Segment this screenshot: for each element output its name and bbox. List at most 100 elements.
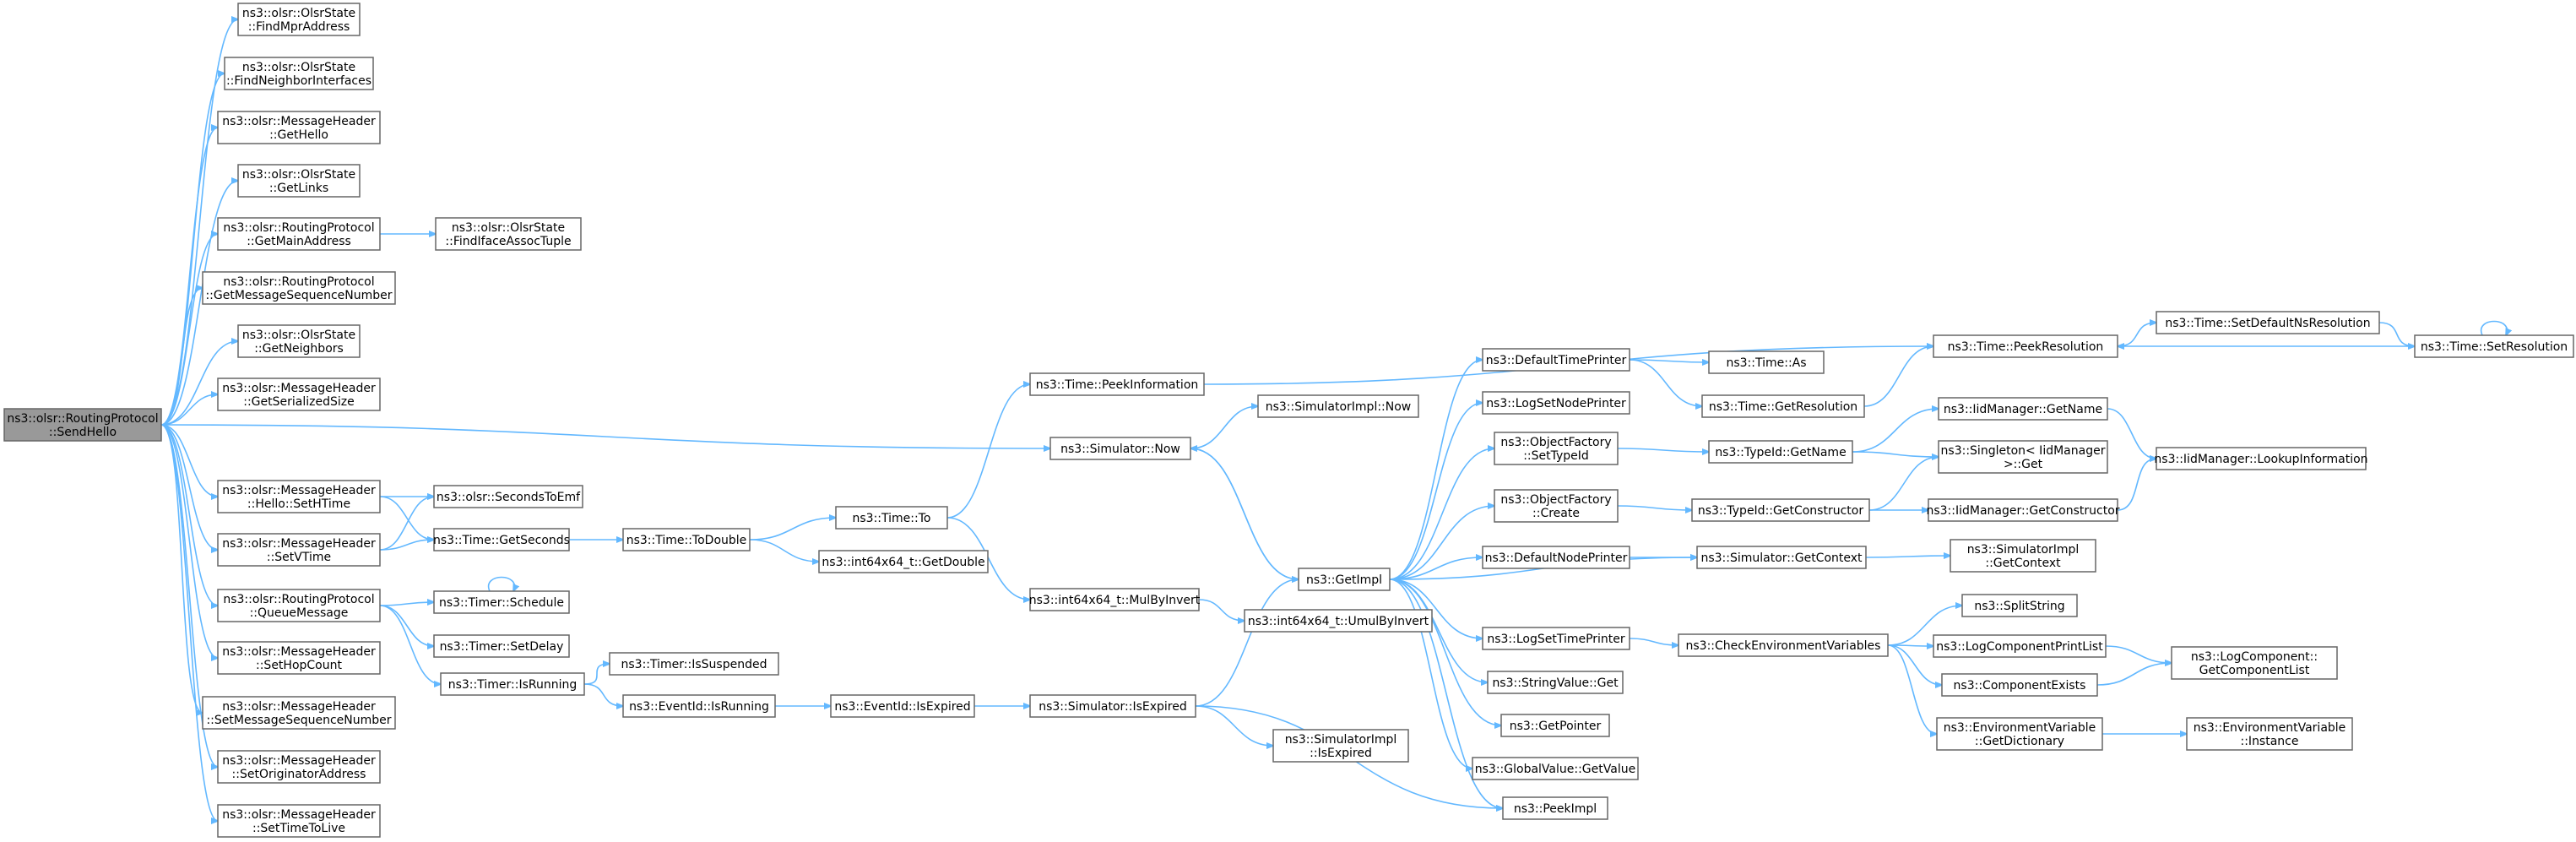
node-box[interactable] [1933, 634, 2107, 658]
node-simGetCtx[interactable]: ns3::Simulator::GetContext [1696, 546, 1867, 569]
node-box[interactable] [217, 480, 381, 513]
node-timeAs[interactable]: ns3::Time::As [1708, 350, 1825, 374]
node-box[interactable] [1961, 594, 2078, 617]
node-iidGetName[interactable]: ns3::IidManager::GetName [1938, 397, 2108, 421]
node-setTTL[interactable]: ns3::olsr::MessageHeader::SetTimeToLive [217, 804, 381, 838]
node-box[interactable] [2171, 646, 2338, 680]
node-box[interactable] [622, 694, 776, 718]
node-box[interactable] [217, 804, 381, 838]
node-tIsSusp[interactable]: ns3::Timer::IsSuspended [609, 652, 779, 676]
node-objFacSetTid[interactable]: ns3::ObjectFactory::SetTypeId [1494, 432, 1619, 465]
node-box[interactable] [1272, 729, 1409, 763]
node-box[interactable] [433, 634, 570, 658]
node-getHello[interactable]: ns3::olsr::MessageHeader::GetHello [217, 111, 381, 144]
node-box[interactable] [217, 533, 381, 567]
node-box[interactable] [433, 485, 583, 508]
node-box[interactable] [1482, 348, 1630, 372]
node-box[interactable] [1298, 568, 1391, 591]
node-box[interactable] [433, 590, 570, 614]
node-box[interactable] [1472, 757, 1639, 780]
node-box[interactable] [217, 217, 381, 251]
node-logSetNodePr[interactable]: ns3::LogSetNodePrinter [1482, 391, 1630, 415]
node-getSerSize[interactable]: ns3::olsr::MessageHeader::GetSerializedS… [217, 378, 381, 411]
node-box[interactable] [622, 528, 751, 551]
node-iidGetCtor[interactable]: ns3::IidManager::GetConstructor [1926, 498, 2120, 522]
node-box[interactable] [1029, 694, 1196, 718]
node-box[interactable] [1029, 372, 1205, 396]
node-box[interactable] [435, 217, 582, 251]
node-box[interactable] [1494, 489, 1619, 523]
node-box[interactable] [1482, 546, 1630, 569]
node-evIsRunning[interactable]: ns3::EventId::IsRunning [622, 694, 776, 718]
node-box[interactable] [1941, 673, 2098, 697]
node-getLinks[interactable]: ns3::olsr::OlsrState::GetLinks [237, 164, 361, 198]
node-root[interactable]: ns3::olsr::RoutingProtocol::SendHello [3, 408, 162, 442]
node-box[interactable] [818, 550, 989, 573]
node-objFacCreate[interactable]: ns3::ObjectFactory::Create [1494, 489, 1619, 523]
node-box[interactable] [609, 652, 779, 676]
node-box[interactable] [217, 750, 381, 784]
node-logCompPrint[interactable]: ns3::LogComponentPrintList [1933, 634, 2107, 658]
node-peekInfo[interactable]: ns3::Time::PeekInformation [1029, 372, 1205, 396]
node-umulByInv[interactable]: ns3::int64x64_t::UmulByInvert [1244, 609, 1433, 633]
node-box[interactable] [1244, 609, 1433, 633]
node-box[interactable] [1482, 391, 1630, 415]
node-setHop[interactable]: ns3::olsr::MessageHeader::SetHopCount [217, 641, 381, 675]
node-box[interactable] [2414, 334, 2574, 358]
node-box[interactable] [1500, 714, 1610, 737]
node-findIface[interactable]: ns3::olsr::OlsrState::FindIfaceAssocTupl… [435, 217, 582, 251]
node-simIsExpired[interactable]: ns3::Simulator::IsExpired [1029, 694, 1196, 718]
node-box[interactable] [217, 641, 381, 675]
node-tSetDelay[interactable]: ns3::Timer::SetDelay [433, 634, 570, 658]
node-box[interactable] [217, 111, 381, 144]
node-box[interactable] [1494, 432, 1619, 465]
node-box[interactable] [433, 528, 570, 551]
node-peekRes[interactable]: ns3::Time::PeekResolution [1933, 334, 2118, 358]
node-getMainAddr[interactable]: ns3::olsr::RoutingProtocol::GetMainAddre… [217, 217, 381, 251]
node-box[interactable] [1696, 546, 1867, 569]
node-simImplNow[interactable]: ns3::SimulatorImpl::Now [1257, 394, 1419, 418]
node-getDouble[interactable]: ns3::int64x64_t::GetDouble [818, 550, 989, 573]
node-box[interactable] [2156, 447, 2367, 470]
node-findNbrIf[interactable]: ns3::olsr::OlsrState::FindNeighborInterf… [224, 57, 374, 90]
node-setMsgSeq[interactable]: ns3::olsr::MessageHeader::SetMessageSequ… [202, 696, 396, 730]
node-box[interactable] [2156, 311, 2380, 334]
node-setVTime[interactable]: ns3::olsr::MessageHeader::SetVTime [217, 533, 381, 567]
node-setOrig[interactable]: ns3::olsr::MessageHeader::SetOriginatorA… [217, 750, 381, 784]
node-envInstance[interactable]: ns3::EnvironmentVariable::Instance [2186, 717, 2353, 751]
node-findMpr[interactable]: ns3::olsr::OlsrState::FindMprAddress [237, 3, 361, 36]
node-box[interactable] [224, 57, 374, 90]
node-getPointer[interactable]: ns3::GetPointer [1500, 714, 1610, 737]
node-simImplIsExp[interactable]: ns3::SimulatorImpl::IsExpired [1272, 729, 1409, 763]
node-setDefNsRes[interactable]: ns3::Time::SetDefaultNsResolution [2156, 311, 2380, 334]
node-getSeconds[interactable]: ns3::Time::GetSeconds [433, 528, 570, 551]
node-simImplGetCtx[interactable]: ns3::SimulatorImpl::GetContext [1950, 539, 2096, 573]
node-strValGet[interactable]: ns3::StringValue::Get [1487, 671, 1624, 694]
node-box[interactable] [237, 3, 361, 36]
node-box[interactable] [1257, 394, 1419, 418]
node-box[interactable] [217, 378, 381, 411]
node-box[interactable] [830, 694, 975, 718]
node-toDouble[interactable]: ns3::Time::ToDouble [622, 528, 751, 551]
node-tSchedule[interactable]: ns3::Timer::Schedule [433, 590, 570, 614]
node-queueMsg[interactable]: ns3::olsr::RoutingProtocol::QueueMessage [217, 589, 381, 622]
node-compExists[interactable]: ns3::ComponentExists [1941, 673, 2098, 697]
node-getMsgSeq[interactable]: ns3::olsr::RoutingProtocol::GetMessageSe… [202, 271, 396, 305]
node-singletonGet[interactable]: ns3::Singleton< IidManager>::Get [1938, 440, 2108, 474]
node-box[interactable] [202, 271, 396, 305]
node-tIsRunning[interactable]: ns3::Timer::IsRunning [440, 672, 585, 696]
node-box[interactable] [1708, 350, 1825, 374]
node-setHTime[interactable]: ns3::olsr::MessageHeader::Hello::SetHTim… [217, 480, 381, 513]
node-checkEnv[interactable]: ns3::CheckEnvironmentVariables [1678, 633, 1889, 657]
node-box[interactable] [2186, 717, 2353, 751]
node-getNbrs[interactable]: ns3::olsr::OlsrState::GetNeighbors [237, 324, 361, 358]
node-box[interactable] [3, 408, 162, 442]
node-box[interactable] [1938, 397, 2108, 421]
node-box[interactable] [1482, 627, 1630, 650]
node-timeGetRes[interactable]: ns3::Time::GetResolution [1701, 394, 1865, 418]
node-box[interactable] [835, 506, 948, 530]
node-box[interactable] [1933, 334, 2118, 358]
node-box[interactable] [440, 672, 585, 696]
node-evIsExpired[interactable]: ns3::EventId::IsExpired [830, 694, 975, 718]
node-box[interactable] [1936, 717, 2103, 751]
